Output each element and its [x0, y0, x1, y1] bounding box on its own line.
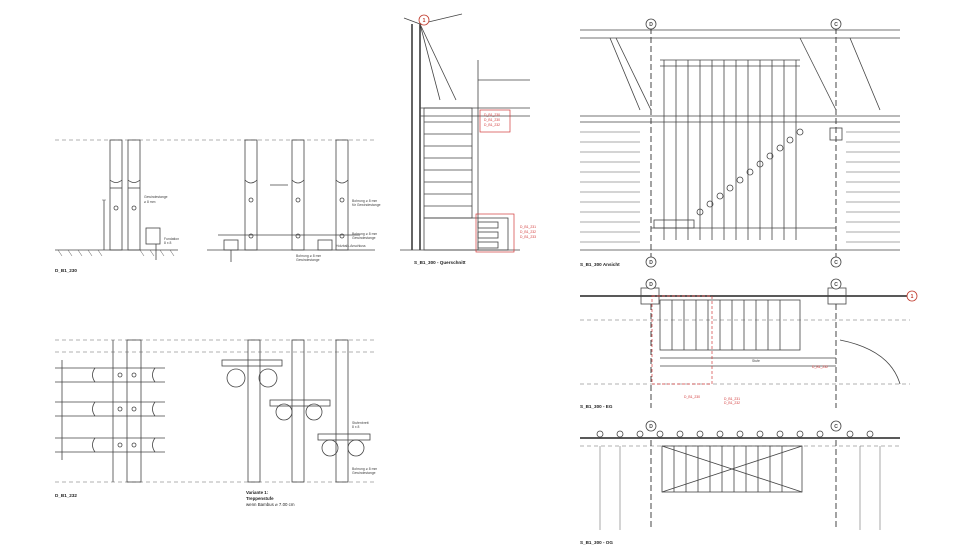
plan-ref-low-3: D_B1_232	[724, 401, 740, 405]
axis-marker-c-eg: C	[830, 278, 842, 290]
svg-text:Gewindestange: Gewindestange	[144, 195, 168, 199]
section-300-drawing: D_B1_230 D_B1_230 D_B1_232 D_B1_231 D_B1…	[400, 13, 536, 265]
svg-text:Stufenbrett: Stufenbrett	[352, 421, 369, 425]
svg-text:D: D	[649, 424, 653, 430]
plan-og-drawing: D C S_B1_300 - OG	[580, 420, 900, 545]
svg-text:für Gewindestange: für Gewindestange	[352, 203, 381, 207]
detail-230-drawing: Gewindestange ⌀ 8 mm Fundation 8 x 8 Boh…	[55, 139, 381, 273]
svg-text:Bohrung ⌀ 8 mm: Bohrung ⌀ 8 mm	[352, 467, 377, 471]
axis-marker-1	[418, 14, 430, 26]
svg-text:C: C	[834, 22, 838, 28]
elevation-300-drawing: D C D C S_B1_300 Ansicht	[580, 18, 900, 268]
axis-marker-d-bottom: D	[645, 256, 657, 268]
axis-marker-d-eg: D	[645, 278, 657, 290]
svg-text:C: C	[834, 282, 838, 288]
svg-text:⌀ 8 mm: ⌀ 8 mm	[144, 200, 156, 204]
svg-text:8 x 8: 8 x 8	[164, 241, 171, 245]
svg-text:Fundation: Fundation	[164, 237, 179, 241]
svg-text:Holzbalk-Anschluss: Holzbalk-Anschluss	[336, 244, 366, 248]
svg-text:D: D	[649, 22, 653, 28]
plan-ref: D_B1_232	[812, 365, 828, 369]
axis-marker-d-og: D	[645, 420, 657, 432]
svg-text:C: C	[834, 260, 838, 266]
svg-text:8 x 8: 8 x 8	[352, 425, 359, 429]
variant-note-line2: Treppenstufe	[246, 496, 274, 501]
svg-text:Bohrung ⌀ 8 mm: Bohrung ⌀ 8 mm	[352, 232, 377, 236]
svg-text:Gewindestange: Gewindestange	[352, 236, 376, 240]
section-ref-5: D_B1_232	[520, 230, 536, 234]
svg-text:Gewindestange: Gewindestange	[352, 471, 376, 475]
variant-note-line3: wenn Bambus ⌀ 7.00 cm	[246, 502, 295, 507]
section-300-label: S_B1_300 - Querschnitt	[414, 260, 466, 265]
plan-eg-drawing: Stufe D_B1_232 D_B1_230 D_B1_231 D_B1_23…	[580, 278, 918, 409]
variant-note-line1: Variante 1:	[246, 490, 269, 495]
detail-232-drawing: Stufenbrett 8 x 8 Bohrung ⌀ 8 mm Gewinde…	[55, 339, 377, 507]
axis-marker-1-eg: 1	[906, 290, 918, 302]
svg-text:D: D	[649, 260, 653, 266]
plan-word: Stufe	[752, 359, 760, 363]
svg-text:D: D	[649, 282, 653, 288]
elevation-300-label: S_B1_300 Ansicht	[580, 262, 620, 267]
detail-230-label: D_B1_230	[55, 268, 77, 273]
plan-ref-low-2: D_B1_231	[724, 397, 740, 401]
section-ref-1: D_B1_230	[484, 113, 500, 117]
plan-ref-low-1: D_B1_230	[684, 395, 700, 399]
section-ref-2: D_B1_230	[484, 118, 500, 122]
axis-marker-1-label: 1	[423, 18, 426, 24]
section-ref-3: D_B1_232	[484, 123, 500, 127]
axis-marker-c-bottom: C	[830, 256, 842, 268]
svg-text:C: C	[834, 424, 838, 430]
svg-text:Bohrung ⌀ 8 mm: Bohrung ⌀ 8 mm	[296, 254, 321, 258]
section-ref-6: D_B1_233	[520, 235, 536, 239]
axis-marker-d-top: D	[645, 18, 657, 30]
svg-text:Bohrung ⌀ 8 mm: Bohrung ⌀ 8 mm	[352, 199, 377, 203]
section-ref-4: D_B1_231	[520, 225, 536, 229]
axis-marker-c-og: C	[830, 420, 842, 432]
plan-eg-label: S_B1_300 - EG	[580, 404, 613, 409]
plan-og-label: S_B1_300 - OG	[580, 540, 613, 545]
axis-marker-c-top: C	[830, 18, 842, 30]
svg-text:Gewindestange: Gewindestange	[296, 258, 320, 262]
svg-text:1: 1	[911, 294, 914, 300]
detail-232-label: D_B1_232	[55, 493, 77, 498]
